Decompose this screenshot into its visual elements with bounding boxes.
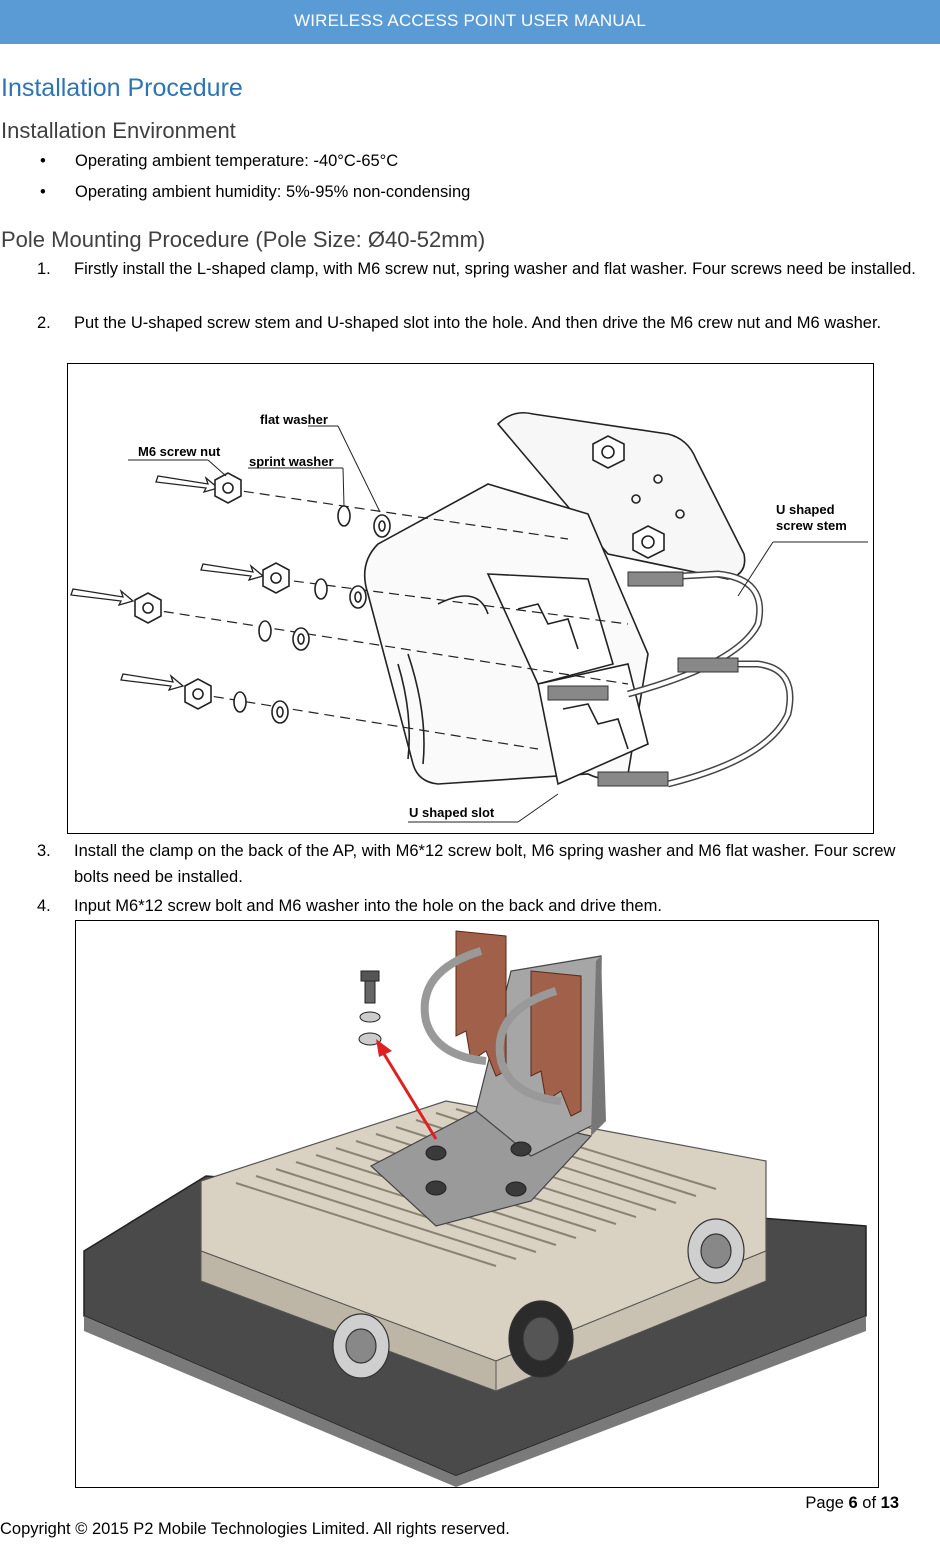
label-sprint-washer: sprint washer [249,454,334,469]
section-title: Installation Procedure [1,74,243,102]
label-u-slot: U shaped slot [409,805,495,820]
pole-heading: Pole Mounting Procedure (Pole Size: Ø40-… [1,227,486,252]
label-flat-washer: flat washer [260,412,328,427]
environment-heading: Installation Environment [1,118,236,143]
page-number: Page 6 of 13 [805,1494,899,1512]
ap-mounting-figure [75,920,879,1488]
running-header: WIRELESS ACCESS POINT USER MANUAL [0,0,940,44]
copyright-notice: Copyright © 2015 P2 Mobile Technologies … [0,1520,510,1538]
label-u-stem-1: U shaped [776,502,835,517]
bullet-icon: • [40,183,46,201]
clamp-exploded-figure: flat washer M6 screw nut sprint washer U… [67,363,874,834]
label-u-stem-2: screw stem [776,518,847,533]
bullet-icon: • [40,152,46,170]
label-m6-nut: M6 screw nut [138,444,221,459]
